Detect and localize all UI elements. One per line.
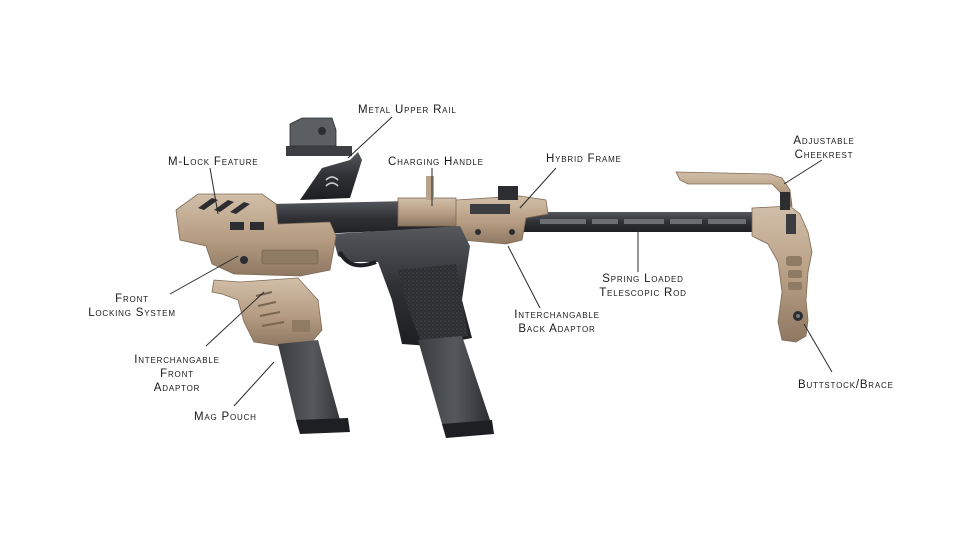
label-line: Front	[160, 368, 194, 380]
leader-buttstock-brace	[803, 323, 833, 373]
mag-pouch-magazine	[278, 340, 350, 434]
label-line: Adaptor	[153, 382, 201, 394]
label-front-adaptor: Interchangable Front Adaptor	[122, 353, 232, 395]
label-charging-handle: Charging Handle	[388, 156, 484, 168]
leader-lines	[169, 116, 833, 407]
leader-metal-upper-rail	[347, 116, 393, 159]
pistol-magazine	[418, 336, 494, 438]
label-hybrid-frame: Hybrid Frame	[546, 153, 622, 165]
label-front-locking-system: Front Locking System	[82, 292, 182, 320]
leader-hybrid-frame	[519, 167, 557, 209]
label-line: Locking System	[88, 307, 176, 319]
leader-front-locking-system	[169, 255, 239, 295]
cheekrest	[675, 171, 793, 210]
label-buttstock-brace: Buttstock/Brace	[798, 379, 894, 391]
label-line: Interchangable	[514, 309, 600, 321]
label-line: Spring Loaded	[602, 273, 684, 285]
pistol-grip	[332, 226, 472, 346]
back-adaptor	[449, 186, 549, 245]
label-mag-pouch: Mag Pouch	[194, 411, 257, 423]
label-line: Adjustable	[793, 135, 855, 147]
label-line: Back Adaptor	[518, 323, 596, 335]
upper-rail	[286, 117, 362, 200]
leader-mag-pouch	[233, 361, 275, 407]
label-line: Telescopic Rod	[599, 287, 687, 299]
label-line: Interchangable	[134, 354, 220, 366]
front-adaptor	[211, 277, 323, 347]
label-line: Cheekrest	[794, 149, 854, 161]
label-adjustable-cheekrest: Adjustable Cheekrest	[774, 134, 874, 162]
label-line: Front	[115, 293, 149, 305]
leader-front-adaptor	[205, 291, 265, 347]
front-block	[175, 193, 337, 277]
leader-m-lock-feature	[209, 167, 219, 215]
label-m-lock-feature: M-Lock Feature	[168, 156, 259, 168]
buttstock-brace	[751, 205, 813, 343]
label-spring-loaded-rod: Spring Loaded Telescopic Rod	[588, 272, 698, 300]
telescopic-rod	[520, 212, 760, 232]
label-back-adaptor: Interchangable Back Adaptor	[502, 308, 612, 336]
leader-back-adaptor	[507, 245, 541, 309]
label-metal-upper-rail: Metal Upper Rail	[358, 104, 457, 116]
leader-adjustable-cheekrest	[783, 159, 823, 185]
